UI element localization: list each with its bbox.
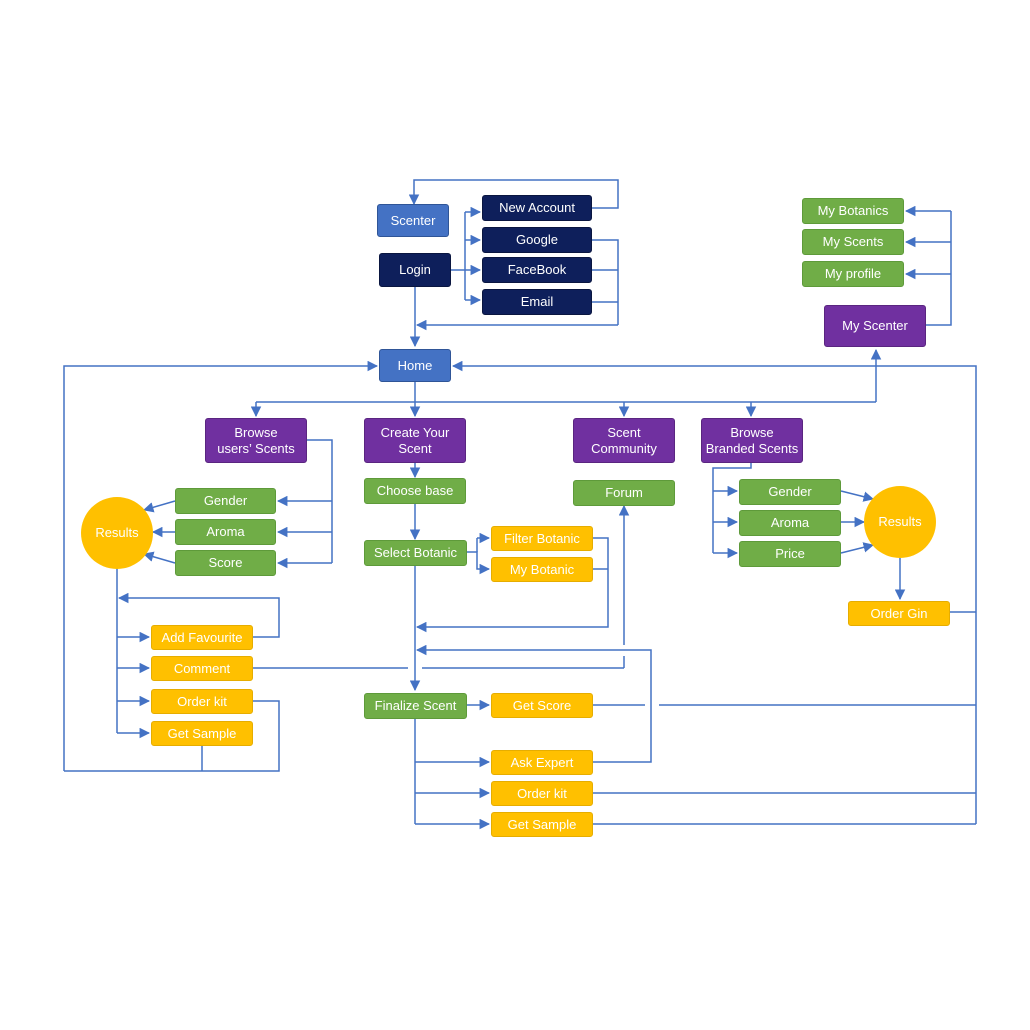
browse-users-scents-node[interactable]: Browse users’ Scents: [205, 418, 307, 463]
connector-users-order-return: [64, 700, 280, 772]
connector-browse-users-bus: [307, 439, 333, 563]
comment-node[interactable]: Comment: [151, 656, 253, 681]
create-get-sample-node[interactable]: Get Sample: [491, 812, 593, 837]
branded-aroma-node[interactable]: Aroma: [739, 510, 841, 536]
users-score-node[interactable]: Score: [175, 550, 276, 576]
my-botanics-node[interactable]: My Botanics: [802, 198, 904, 224]
get-score-node[interactable]: Get Score: [491, 693, 593, 718]
order-gin-node[interactable]: Order Gin: [848, 601, 950, 626]
users-gender-node[interactable]: Gender: [175, 488, 276, 514]
create-your-scent-node[interactable]: Create Your Scent: [364, 418, 466, 463]
users-results-node: Results: [81, 497, 153, 569]
scent-community-node[interactable]: Scent Community: [573, 418, 675, 463]
connector-newaccount-to-scenter: [408, 179, 619, 209]
create-order-kit-node[interactable]: Order kit: [491, 781, 593, 806]
users-get-sample-node[interactable]: Get Sample: [151, 721, 253, 746]
new-account-node[interactable]: New Account: [482, 195, 592, 221]
email-node[interactable]: Email: [482, 289, 592, 315]
connector-ask-expert-return: [415, 644, 652, 763]
connector-branded-bus: [712, 463, 752, 553]
choose-base-node[interactable]: Choose base: [364, 478, 466, 504]
login-node[interactable]: Login: [379, 253, 451, 287]
connector-users-score-results: [142, 551, 176, 564]
connector-add-favourite-loop: [117, 592, 280, 638]
my-scents-node[interactable]: My Scents: [802, 229, 904, 255]
filter-botanic-node[interactable]: Filter Botanic: [491, 526, 593, 551]
my-botanic-node[interactable]: My Botanic: [491, 557, 593, 582]
branded-price-node[interactable]: Price: [739, 541, 841, 567]
ask-expert-node[interactable]: Ask Expert: [491, 750, 593, 775]
my-profile-node[interactable]: My profile: [802, 261, 904, 287]
connector-google-return: [592, 239, 619, 325]
select-botanic-node[interactable]: Select Botanic: [364, 540, 467, 566]
branded-gender-node[interactable]: Gender: [739, 479, 841, 505]
connector-right-to-home: [451, 360, 977, 824]
my-scenter-node[interactable]: My Scenter: [824, 305, 926, 347]
connector-myscenter-bus: [926, 211, 952, 326]
users-aroma-node[interactable]: Aroma: [175, 519, 276, 545]
google-node[interactable]: Google: [482, 227, 592, 253]
connector-branded-price-results: [840, 542, 875, 554]
connector-branded-gender-results: [840, 490, 875, 502]
connector-filter-return: [415, 537, 609, 633]
home-node[interactable]: Home: [379, 349, 451, 382]
users-order-kit-node[interactable]: Order kit: [151, 689, 253, 714]
forum-node[interactable]: Forum: [573, 480, 675, 506]
branded-results-node: Results: [864, 486, 936, 558]
facebook-node[interactable]: FaceBook: [482, 257, 592, 283]
connector-select-botanic-bus: [467, 551, 491, 575]
connector-users-gender-results: [142, 500, 176, 513]
browse-branded-scents-node[interactable]: Browse Branded Scents: [701, 418, 803, 463]
connector-users-to-home: [63, 360, 379, 771]
add-favourite-node[interactable]: Add Favourite: [151, 625, 253, 650]
scenter-node[interactable]: Scenter: [377, 204, 449, 237]
finalize-scent-node[interactable]: Finalize Scent: [364, 693, 467, 719]
